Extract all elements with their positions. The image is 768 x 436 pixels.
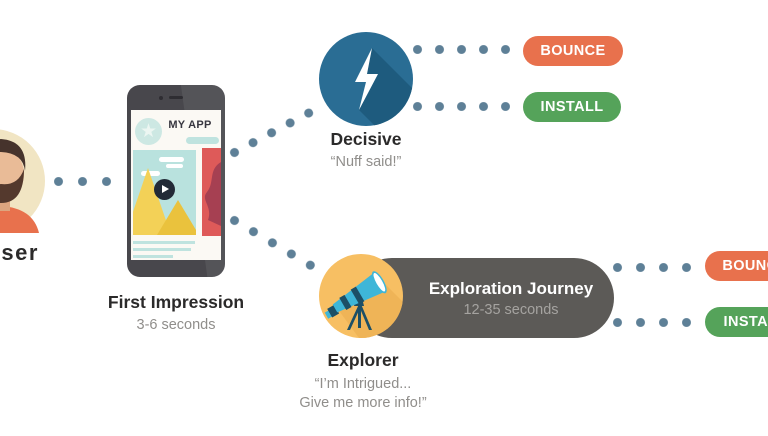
user-avatar xyxy=(0,129,45,233)
header-placeholder-bar xyxy=(186,137,219,144)
decisive-title: Decisive xyxy=(330,129,402,149)
exploration-journey-text: Exploration Journey 12-35 seconds xyxy=(420,258,602,338)
text-placeholder-line xyxy=(133,255,173,258)
cloud-shape xyxy=(141,171,160,176)
phone-speaker xyxy=(169,96,183,99)
bounce-label: BOUNCE xyxy=(722,258,768,274)
install-pill-decisive[interactable]: INSTALL xyxy=(523,92,621,122)
exploration-journey-subtitle: 12-35 seconds xyxy=(463,301,559,318)
exploration-journey-title: Exploration Journey xyxy=(428,278,594,298)
text-placeholder-line xyxy=(133,248,191,251)
connector-decisive-to-bounce xyxy=(413,45,510,54)
star-icon: ★ xyxy=(139,121,158,142)
install-label: INSTALL xyxy=(540,99,604,115)
explorer-caption: Explorer “I’m Intrigued... Give me more … xyxy=(281,350,445,413)
first-impression-title: First Impression xyxy=(107,292,245,312)
explorer-title: Explorer xyxy=(327,350,399,370)
play-icon[interactable] xyxy=(154,179,175,200)
phone-screen: ★ MY APP xyxy=(131,110,221,260)
install-label: INSTALL xyxy=(723,314,768,330)
video-thumbnail xyxy=(133,150,196,235)
explorer-quote-line2: Give me more info!” xyxy=(299,394,427,411)
cloud-shape xyxy=(159,157,184,162)
lightning-bolt-icon xyxy=(355,48,413,126)
connector-decisive-to-install xyxy=(413,102,510,111)
connector-phone-to-explorer xyxy=(228,214,317,272)
text-placeholder-line xyxy=(133,241,195,244)
decisive-caption: Decisive “Nuff said!” xyxy=(296,129,436,172)
decisive-persona-badge xyxy=(319,32,413,126)
explorer-persona-badge xyxy=(319,254,403,338)
phone-mockup: ★ MY APP xyxy=(127,85,225,277)
decisive-quote: “Nuff said!” xyxy=(330,154,402,170)
first-impression-subtitle: 3-6 seconds xyxy=(136,317,216,333)
bounce-pill-decisive[interactable]: BOUNCE xyxy=(523,36,623,66)
phone-camera-dot xyxy=(159,96,163,100)
connector-journey-to-bounce xyxy=(613,263,691,272)
flame-shape xyxy=(204,162,221,226)
promo-banner xyxy=(202,148,221,236)
install-pill-exploration[interactable]: INSTALL xyxy=(705,307,768,337)
explorer-quote-line1: “I’m Intrigued... xyxy=(314,376,412,392)
cloud-shape xyxy=(166,164,183,168)
bounce-pill-exploration[interactable]: BOUNCE xyxy=(705,251,768,281)
app-logo: ★ xyxy=(135,118,162,145)
user-label: User xyxy=(0,240,39,265)
telescope-icon xyxy=(324,271,403,338)
connector-user-to-phone xyxy=(54,177,111,186)
first-impression-caption: First Impression 3-6 seconds xyxy=(96,292,256,335)
connector-journey-to-install xyxy=(613,318,691,327)
bearded-man-avatar-icon xyxy=(0,129,45,233)
app-name: MY APP xyxy=(168,119,212,131)
bounce-label: BOUNCE xyxy=(540,43,606,59)
